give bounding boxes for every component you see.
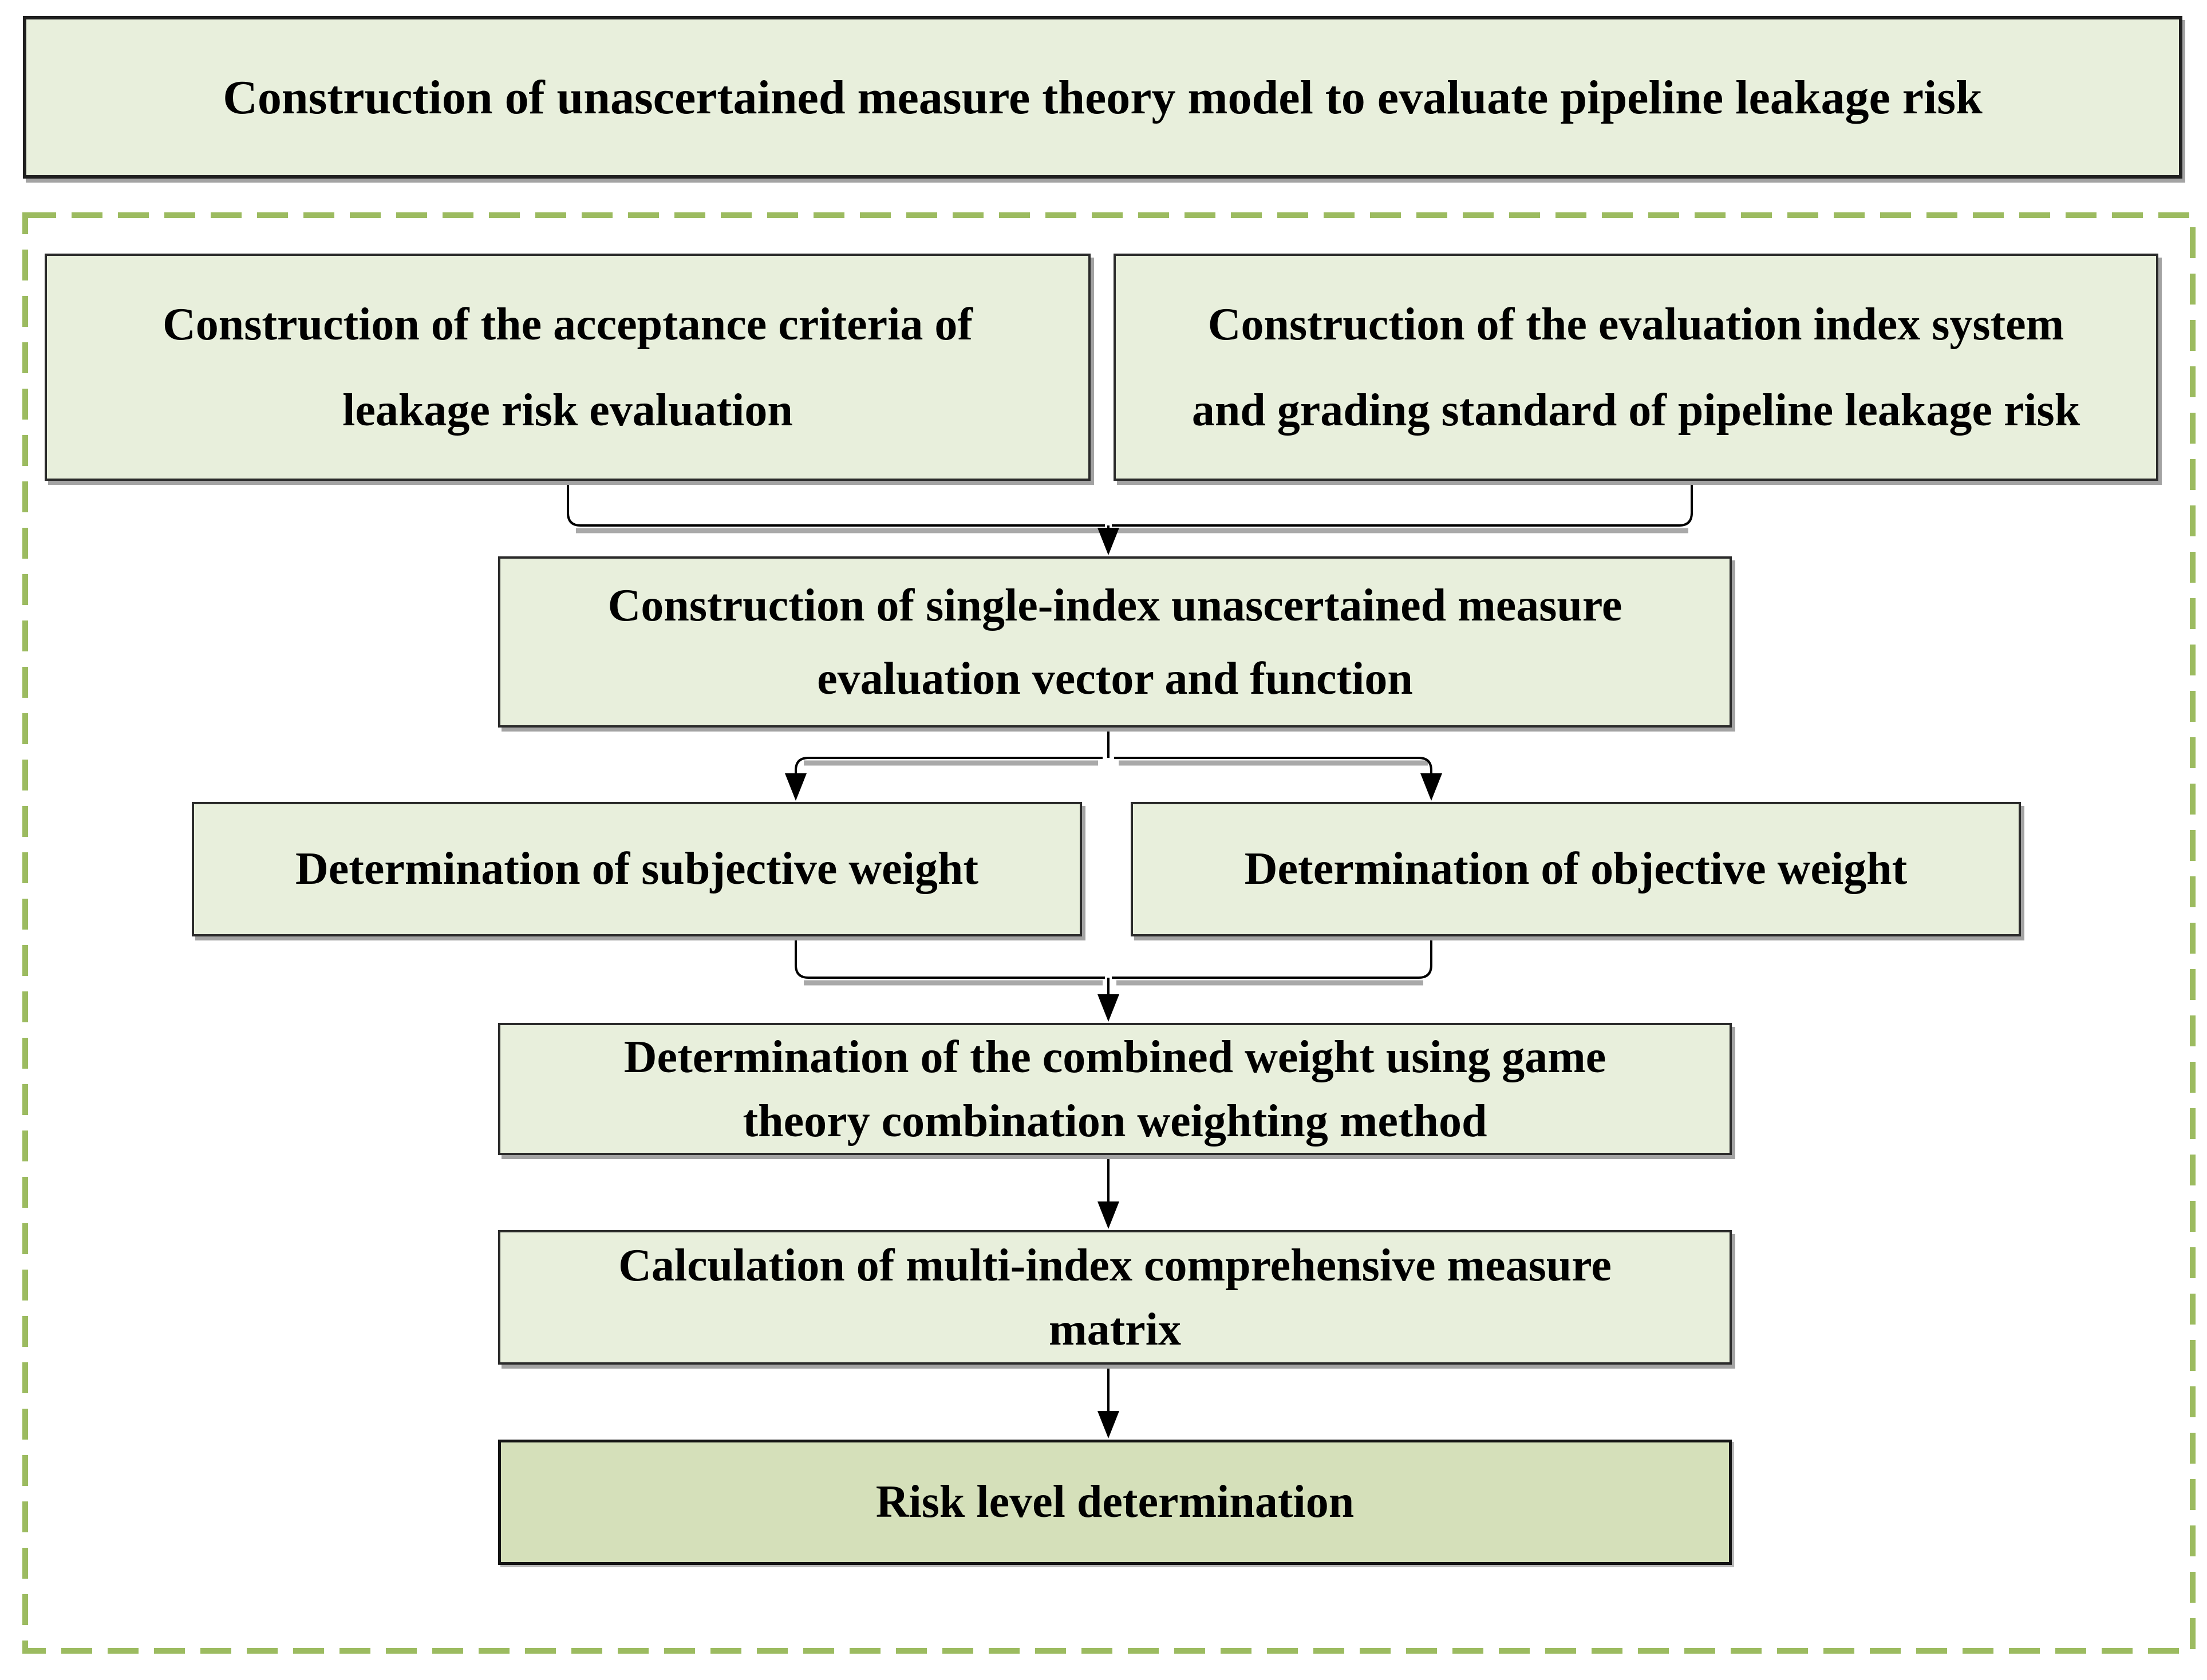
connector-index-to-single xyxy=(1112,480,1693,527)
node-risk-level: Risk level determination xyxy=(498,1440,1732,1565)
node-label-line: Construction of single-index unascertain… xyxy=(607,580,1622,631)
node-label-line: evaluation vector and function xyxy=(817,653,1413,704)
node-label-line: Risk level determination xyxy=(875,1477,1355,1527)
arrowhead-into-risk xyxy=(1097,1411,1119,1438)
node-label-line: and grading standard of pipeline leakage… xyxy=(1191,385,2080,436)
node-comprehensive-matrix: Calculation of multi-index comprehensive… xyxy=(498,1230,1732,1365)
node-label-line: Construction of the evaluation index sys… xyxy=(1207,299,2064,350)
node-label-line: Determination of the combined weight usi… xyxy=(623,1031,1606,1082)
connector-subjective-to-combined xyxy=(795,938,1105,979)
arrowhead-into-combined xyxy=(1097,994,1119,1022)
connector-acceptance-to-single xyxy=(567,480,1105,527)
connector-single-to-subjective xyxy=(795,757,1103,778)
node-subjective-weight: Determination of subjective weight xyxy=(192,802,1082,936)
arrowhead-into-matrix xyxy=(1097,1201,1119,1229)
node-acceptance-criteria: Construction of the acceptance criteria … xyxy=(45,254,1091,481)
node-title: Construction of unascertained measure th… xyxy=(23,16,2182,179)
node-label-line: matrix xyxy=(1048,1304,1181,1355)
arrowhead-into-objective xyxy=(1420,773,1442,801)
node-label-line: Determination of objective weight xyxy=(1244,844,1908,894)
arrowhead-into-single-index xyxy=(1097,528,1119,555)
node-label-line: Determination of subjective weight xyxy=(295,844,979,894)
node-single-index-measure: Construction of single-index unascertain… xyxy=(498,556,1732,728)
dashed-region-border xyxy=(22,212,2196,1654)
connector-objective-to-combined xyxy=(1112,938,1432,979)
node-label-line: Calculation of multi-index comprehensive… xyxy=(618,1240,1612,1291)
node-label-line: theory combination weighting method xyxy=(743,1096,1487,1147)
node-label-line: leakage risk evaluation xyxy=(342,385,793,436)
node-combined-weight: Determination of the combined weight usi… xyxy=(498,1023,1732,1155)
connector-single-to-objective xyxy=(1114,757,1432,778)
node-label-line: Construction of the acceptance criteria … xyxy=(162,299,973,350)
node-evaluation-index-system: Construction of the evaluation index sys… xyxy=(1114,254,2158,481)
arrowhead-into-subjective xyxy=(785,773,807,801)
node-objective-weight: Determination of objective weight xyxy=(1131,802,2021,936)
node-title-label: Construction of unascertained measure th… xyxy=(223,70,1983,124)
